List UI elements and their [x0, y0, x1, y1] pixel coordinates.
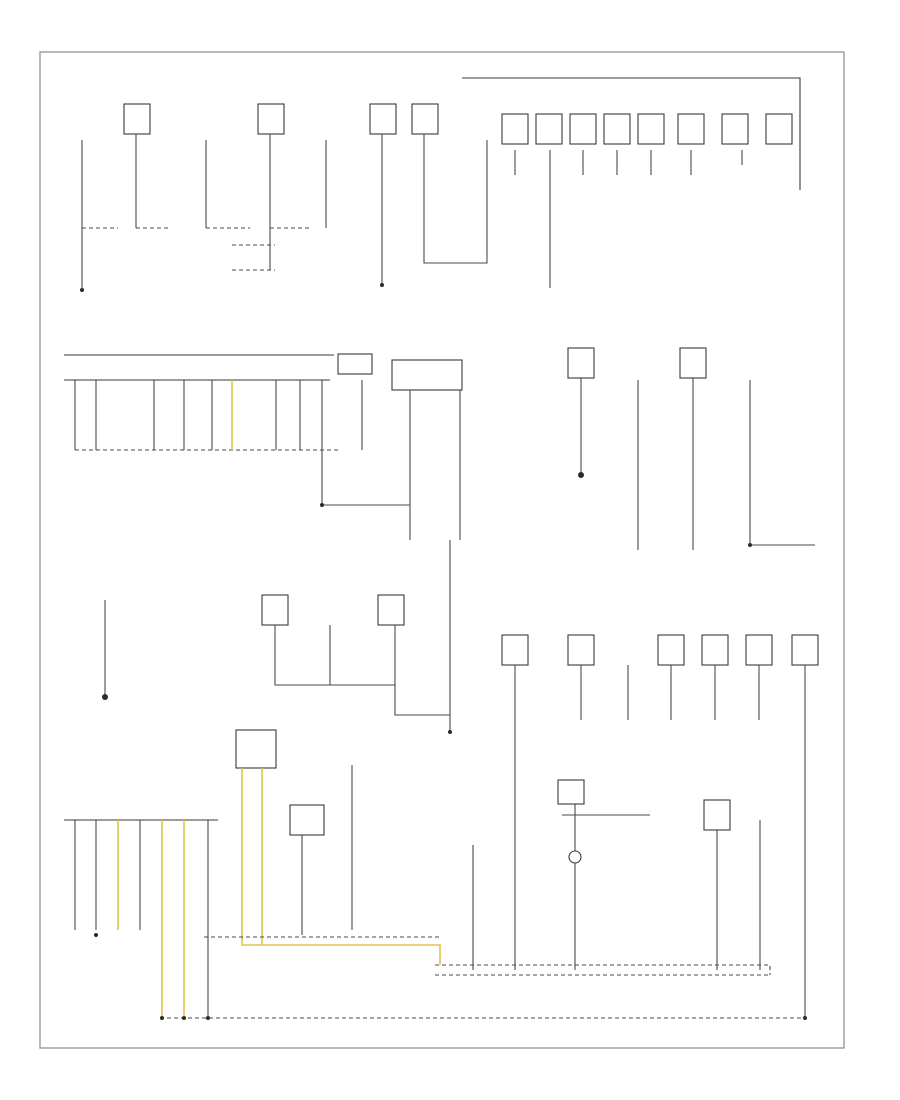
component-box: [377, 594, 405, 626]
component-box: [721, 113, 749, 145]
component-box: [791, 634, 819, 666]
component-box: [557, 779, 585, 805]
right-lower-group: [472, 634, 819, 1018]
component-box: [535, 113, 563, 145]
component-box: [677, 113, 705, 145]
component-box: [261, 594, 289, 626]
component-box: [567, 634, 595, 666]
component-box: [569, 113, 597, 145]
bottom-left-group: [64, 729, 441, 1018]
component-box: [391, 359, 463, 391]
front-harness-bus: [64, 353, 463, 540]
component-box: [657, 634, 685, 666]
component-box: [235, 729, 277, 769]
component-box: [337, 353, 373, 375]
middle-right-group: [567, 347, 815, 550]
component-box: [257, 103, 285, 135]
top-left-component-group: [80, 103, 488, 292]
top-right-relay-bus: [462, 77, 801, 288]
component-box: [701, 634, 729, 666]
component-box: [501, 113, 529, 145]
component-box: [567, 347, 595, 379]
component-box: [765, 113, 793, 145]
center-component-group: [102, 540, 452, 734]
component-box: [745, 634, 773, 666]
component-box: [411, 103, 439, 135]
component-box: [703, 799, 731, 831]
component-box: [369, 103, 397, 135]
bottom-ground-bus: [160, 964, 807, 1020]
component-box: [637, 113, 665, 145]
component-box: [289, 804, 325, 836]
component-box: [679, 347, 707, 379]
component-box: [123, 103, 151, 135]
diagram-frame: [39, 51, 845, 1049]
component-box: [603, 113, 631, 145]
component-box: [501, 634, 529, 666]
